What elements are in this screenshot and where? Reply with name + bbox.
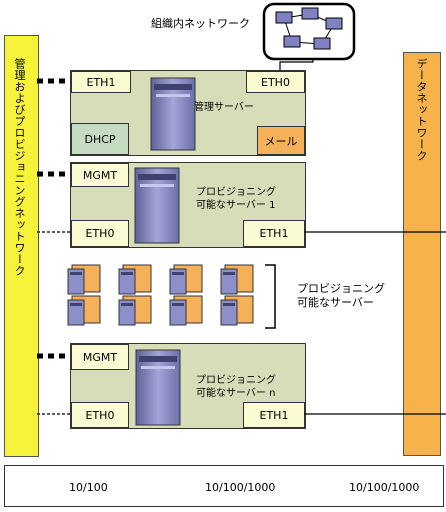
provisioning-network-label: 管理およびプロビジョニングネットワーク — [13, 58, 26, 277]
server-1-tower-icon — [134, 167, 180, 244]
grouped-server-icon — [67, 264, 101, 295]
grouped-server-icon — [220, 264, 254, 295]
data-network-label: データネットワーク — [415, 58, 428, 162]
grouped-server-icon — [118, 295, 152, 326]
data-network-bar — [403, 52, 441, 456]
grouped-server-icon — [118, 264, 152, 295]
dhcp-box: DHCP — [71, 123, 129, 155]
server-n-tower-icon — [135, 349, 181, 426]
server-1-eth1-port: ETH1 — [243, 220, 305, 247]
legend-label-10-100-1000-solid: 10/100/1000 — [349, 481, 420, 494]
server-group-label-line2: 可能なサーバー — [297, 296, 374, 309]
grouped-server-icon — [220, 295, 254, 326]
cable-10-100-1000-solid — [279, 55, 446, 415]
internal-network-label: 組織内ネットワーク — [151, 17, 250, 30]
legend: 10/100 10/100/1000 10/100/1000 — [4, 465, 444, 507]
server-n-eth1-port: ETH1 — [243, 402, 305, 428]
server-n-label-line1: プロビジョニング — [196, 375, 276, 386]
cable-10-100 — [37, 78, 70, 359]
server-n-eth0-port: ETH0 — [71, 402, 129, 428]
grouped-server-icon — [169, 264, 203, 295]
internal-network-icon — [262, 2, 356, 61]
management-eth0-port: ETH0 — [246, 71, 305, 93]
management-server-label: 管理サーバー — [194, 102, 254, 113]
server-n-label-line2: 可能なサーバー n — [196, 388, 276, 399]
management-eth1-port: ETH1 — [71, 71, 131, 93]
provisioning-network-bar — [4, 35, 39, 457]
server-group-label-line1: プロビジョニング — [297, 282, 385, 295]
server-n-mgmt-port: MGMT — [71, 344, 129, 370]
grouped-server-icon — [67, 295, 101, 326]
server-1-mgmt-port: MGMT — [71, 163, 129, 187]
cable-10-100-1000-dashed — [37, 231, 70, 415]
mail-box: メール — [257, 126, 305, 155]
legend-label-10-100: 10/100 — [69, 481, 108, 494]
server-1-label-line1: プロビジョニング — [196, 187, 276, 198]
grouped-server-icon — [169, 295, 203, 326]
management-server-tower-icon — [150, 77, 196, 151]
server-1-label-line2: 可能なサーバー 1 — [196, 200, 276, 211]
server-group-icons — [67, 264, 254, 326]
server-1-eth0-port: ETH0 — [71, 220, 129, 247]
server-group-bracket — [265, 264, 276, 329]
legend-label-10-100-1000-dashed: 10/100/1000 — [205, 481, 276, 494]
